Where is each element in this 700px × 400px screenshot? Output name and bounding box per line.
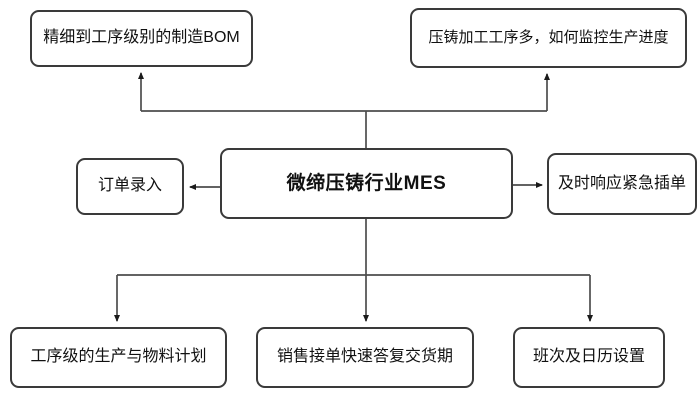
- node-order-entry: 订单录入: [76, 158, 184, 215]
- node-mes-core: 微缔压铸行业MES: [220, 148, 513, 219]
- node-manufacturing-bom: 精细到工序级别的制造BOM: [30, 10, 253, 67]
- node-process-level-planning: 工序级的生产与物料计划: [10, 327, 227, 388]
- node-urgent-order-response: 及时响应紧急插单: [547, 153, 697, 215]
- node-delivery-date-reply: 销售接单快速答复交货期: [256, 327, 474, 388]
- node-progress-monitoring: 压铸加工工序多，如何监控生产进度: [410, 8, 687, 68]
- node-shift-calendar-settings: 班次及日历设置: [513, 327, 665, 388]
